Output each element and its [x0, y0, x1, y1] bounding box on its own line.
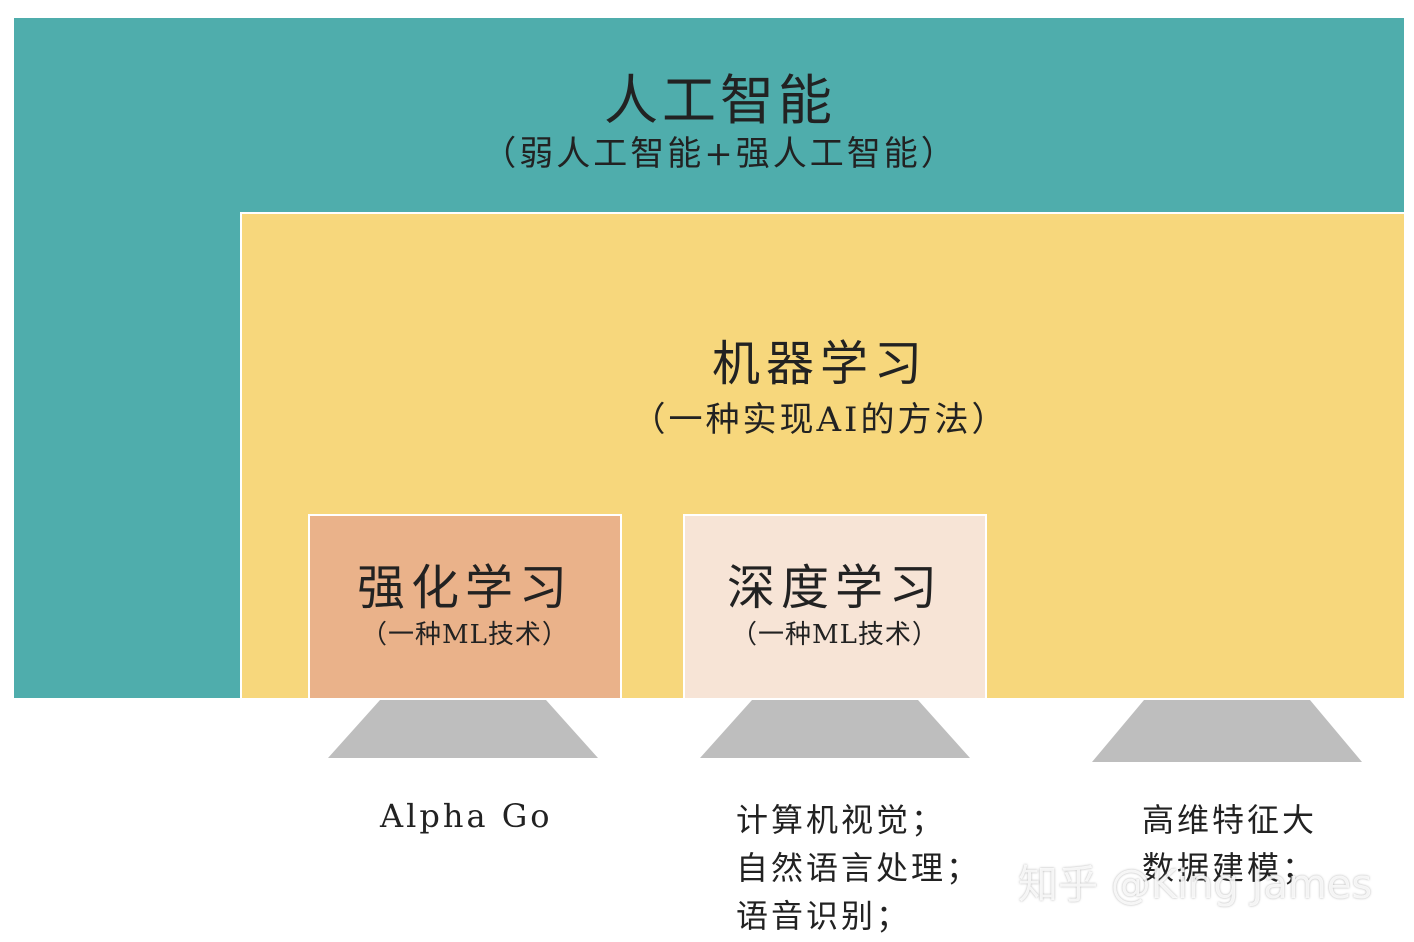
ml-title: 机器学习	[711, 336, 928, 392]
rl-subtitle: （一种ML技术）	[361, 620, 569, 650]
dl-applications: 计算机视觉； 自然语言处理； 语音识别；	[736, 796, 981, 940]
ml-subtitle: （一种实现AI的方法）	[631, 400, 1009, 440]
dl-title: 深度学习	[726, 560, 943, 616]
connector-ml	[1092, 700, 1362, 762]
dl-application-line: 计算机视觉；	[736, 801, 947, 839]
rl-box	[308, 514, 622, 698]
rl-application-line: Alpha Go	[380, 797, 553, 835]
connector-rl	[328, 700, 598, 758]
connector-dl	[700, 700, 970, 758]
ml-applications: 高维特征大 数据建模；	[1142, 796, 1317, 892]
dl-application-line: 自然语言处理；	[736, 849, 982, 887]
watermark: 知乎 @King James	[1018, 862, 1373, 908]
dl-application-line: 语音识别；	[736, 897, 912, 935]
ml-application-line: 数据建模；	[1142, 849, 1318, 887]
ai-subtitle: （弱人工智能+强人工智能）	[482, 134, 958, 174]
ml-application-line: 高维特征大	[1142, 801, 1318, 839]
ai-title: 人工智能	[604, 69, 836, 132]
rl-application: Alpha Go	[380, 792, 553, 840]
dl-box	[683, 514, 987, 698]
rl-title: 强化学习	[356, 560, 573, 616]
dl-subtitle: （一种ML技术）	[731, 620, 939, 650]
